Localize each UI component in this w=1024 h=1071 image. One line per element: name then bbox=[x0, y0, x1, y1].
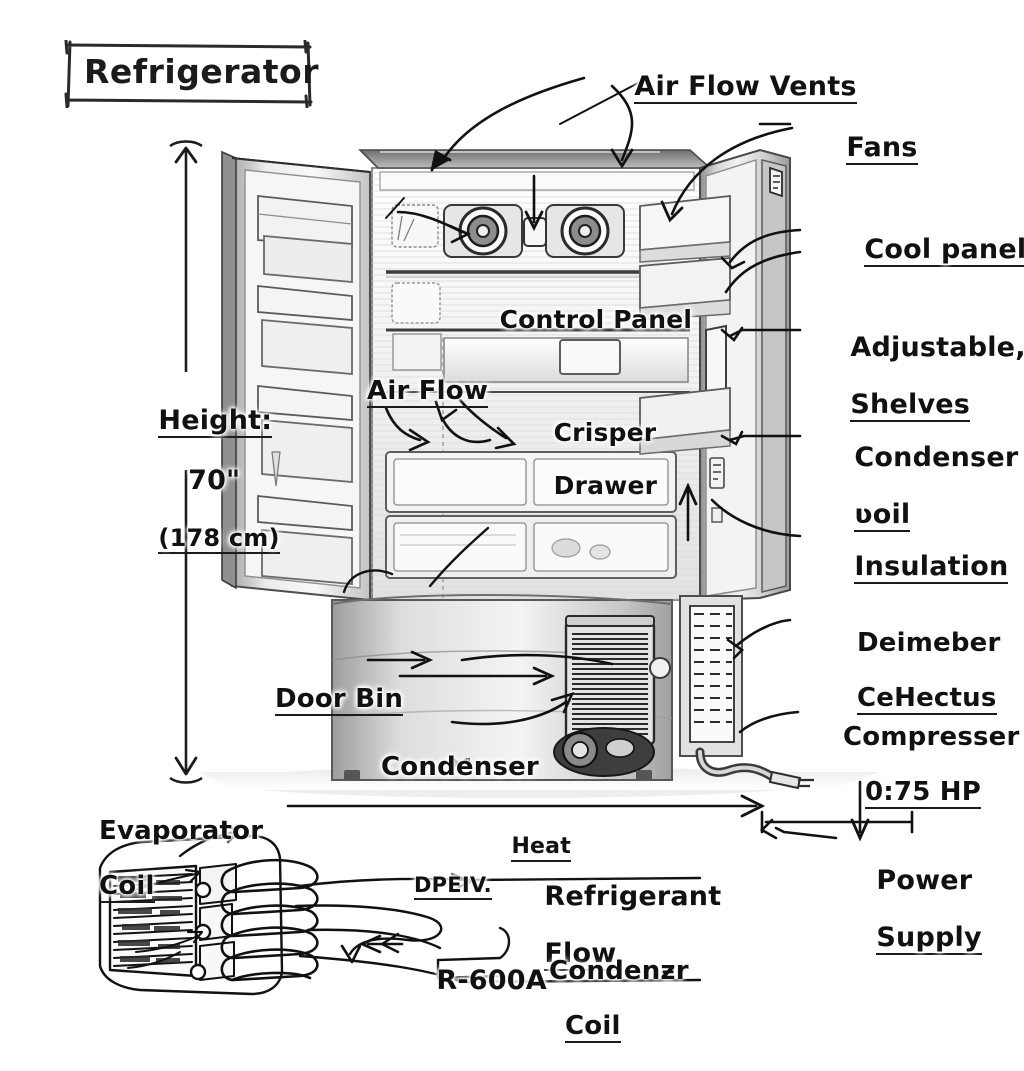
crisper-drawers bbox=[385, 451, 677, 579]
callout-heat: Heat bbox=[480, 812, 571, 885]
right-door-bins bbox=[639, 194, 731, 523]
callout-leaders bbox=[286, 76, 914, 842]
callout-power-supply: Power Supply bbox=[838, 838, 982, 984]
callout-crisper-drawer: Crisper Drawer bbox=[553, 417, 658, 500]
callout-insulation: Insulation bbox=[816, 524, 1009, 613]
callout-defrost-collector: Deimeber CeHectus bbox=[820, 602, 1001, 743]
inset-compressor-sketch bbox=[98, 824, 702, 996]
callout-adjustable-shelves: Adjustable, Shelves bbox=[812, 305, 1024, 451]
inset-refrigerant-flow-label: Refrigerant Flow bbox=[506, 854, 721, 1000]
callout-compressor: Compresser 0:75 HP bbox=[806, 696, 1020, 837]
diagram-canvas: Refrigerator bbox=[62, 39, 1024, 1044]
inset-open-label: DPEIV. bbox=[384, 852, 492, 922]
callout-condenser: Condenser bbox=[381, 751, 539, 782]
callout-air-flow: Air Flow bbox=[330, 350, 489, 436]
brand-badge bbox=[450, 758, 470, 768]
base-condenser-unit bbox=[331, 594, 673, 781]
rear-grille-panel bbox=[679, 595, 814, 790]
left-door-bins bbox=[257, 194, 353, 585]
foot-right bbox=[636, 770, 652, 780]
compressor-pod bbox=[553, 727, 655, 777]
power-plug bbox=[768, 770, 802, 790]
left-door bbox=[221, 150, 371, 602]
title-box: Refrigerator bbox=[62, 39, 319, 109]
fan-assembly-right bbox=[545, 204, 625, 258]
condenser-fin-block bbox=[564, 615, 671, 746]
callout-condenser-coil: Condenser ʋoil bbox=[816, 415, 1018, 561]
callout-door-bin: Door Bin bbox=[238, 658, 404, 744]
callout-fans: Fans bbox=[808, 105, 918, 194]
fan-assembly-left bbox=[443, 204, 523, 258]
inset-refrigerant-type-label: R-600A bbox=[436, 964, 547, 996]
foot-left bbox=[344, 770, 360, 780]
callout-air-flow-vents: Air Flow Vents bbox=[596, 44, 857, 133]
right-door bbox=[639, 148, 791, 602]
callout-cool-panel: Cool panel bbox=[826, 207, 1024, 296]
page-title: Refrigerator bbox=[84, 52, 320, 91]
height-dimension-line bbox=[169, 140, 203, 784]
illustration-layer bbox=[98, 76, 914, 996]
inset-condenser-coil-label: Condenƶr Coil bbox=[512, 930, 689, 1071]
inset-evaporator-coil-label: Evaporator Coil bbox=[62, 790, 263, 931]
inset-leaders bbox=[358, 926, 511, 980]
title-box-frame bbox=[64, 39, 313, 109]
callout-control-panel: Control Panel bbox=[499, 304, 693, 334]
height-dimension-label: Height: 70" (178 cm) bbox=[120, 378, 280, 583]
adjustable-shelves bbox=[386, 270, 690, 393]
